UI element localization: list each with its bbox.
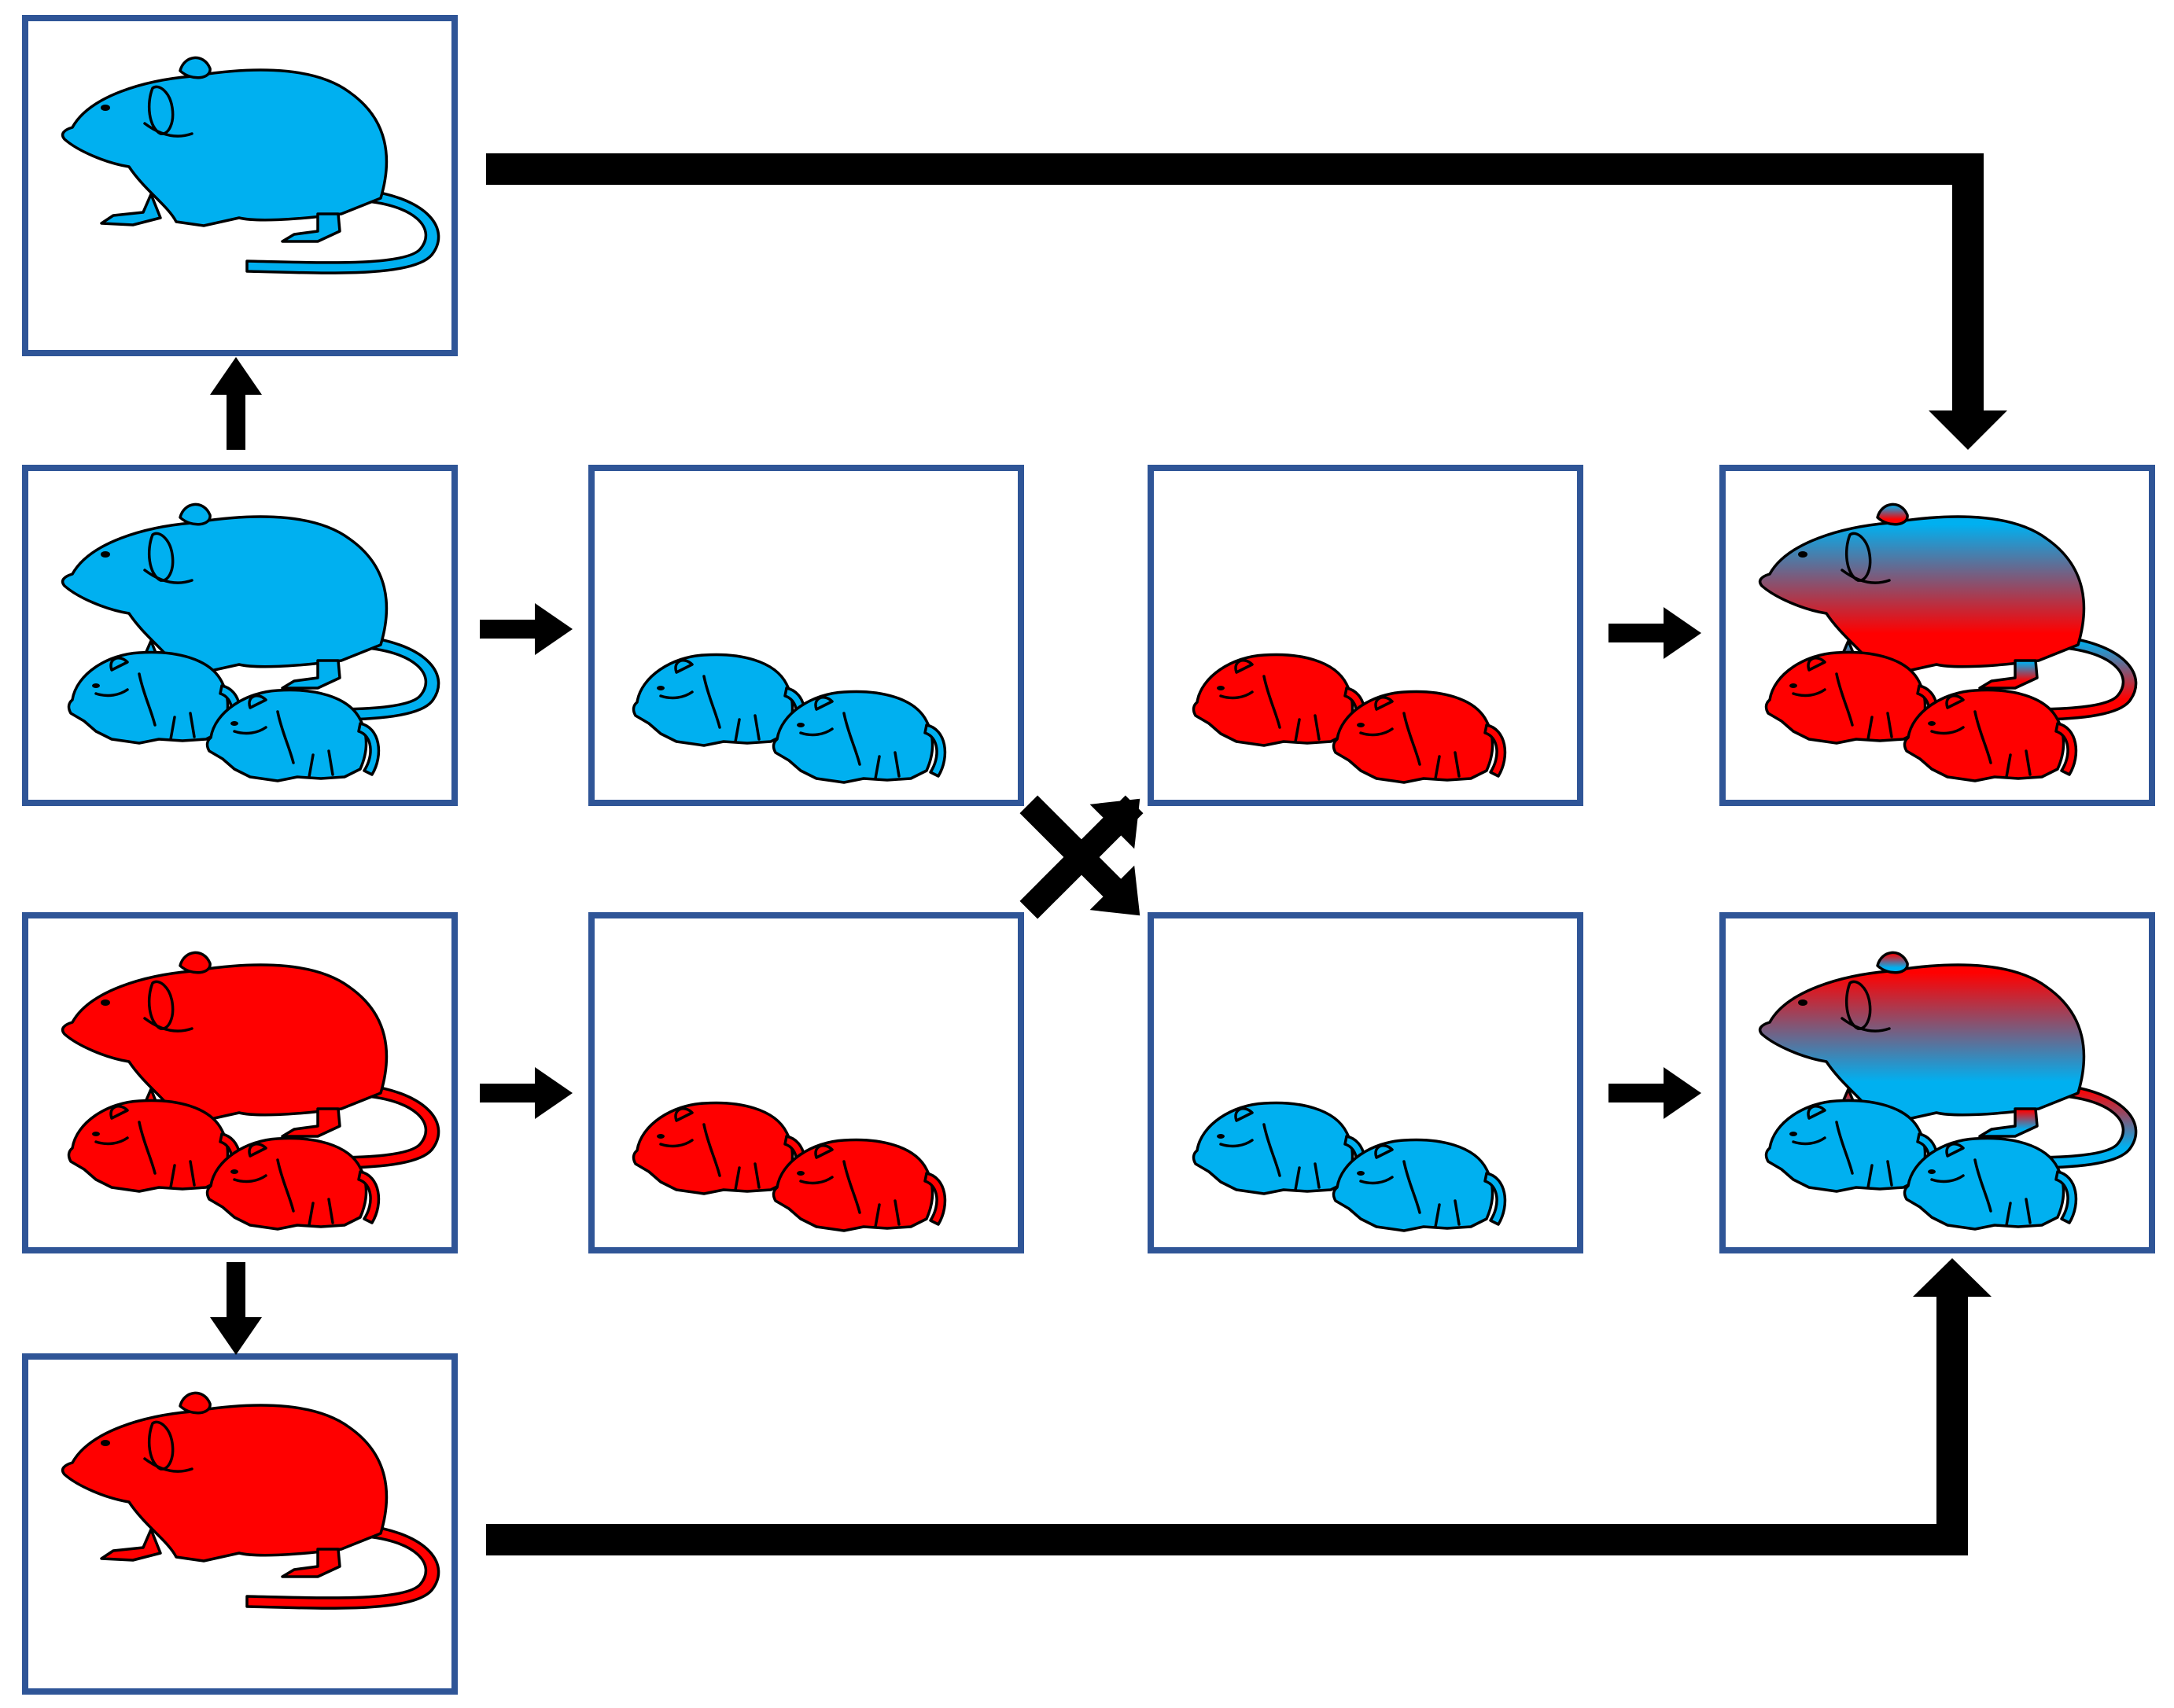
panel-red-pups-swapped [1148, 465, 1583, 806]
connector-bottom [486, 1258, 1992, 1555]
arrow-down-to-adult-red [210, 1262, 262, 1355]
connector-top [486, 153, 2007, 450]
arrow-up-to-adult-blue [210, 357, 262, 450]
arrow-right-blue-pups-removed [480, 603, 573, 655]
cross-fostering-swap-icon [1019, 795, 1144, 919]
arrow-right-to-blue-dam-fostering [1608, 607, 1701, 659]
arrow-right-red-pups-removed [480, 1067, 573, 1119]
arrow-right-to-red-dam-fostering [1608, 1067, 1701, 1119]
